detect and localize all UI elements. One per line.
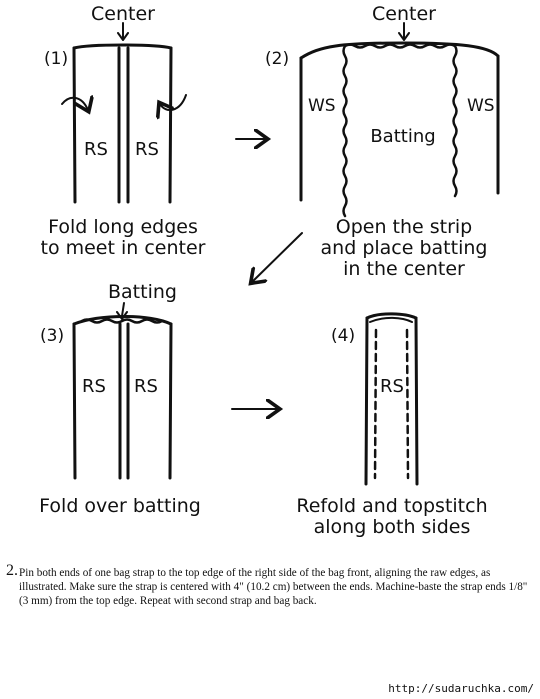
step-1-number: (1) <box>44 49 68 69</box>
panel-1-caption-line-2: to meet in center <box>41 237 206 259</box>
panel-2-center-label: Center <box>372 3 436 25</box>
panel-2-caption-line-2: and place batting <box>321 237 488 259</box>
panel-1-caption-line-1: Fold long edges <box>48 216 198 238</box>
panel-2-batting-label: Batting <box>370 126 435 147</box>
panel-3-batting-arrowhead <box>116 311 128 320</box>
strap-diagram: (1) Center RS RS Fold long edges to meet… <box>39 3 500 538</box>
panel-3-rs-left: RS <box>82 376 106 397</box>
panel-2-caption-line-3: in the center <box>343 258 465 280</box>
panel-2-ws-left: WS <box>308 96 336 116</box>
panel-2-caption-line-1: Open the strip <box>336 216 473 238</box>
panel-1-right-edge <box>168 46 173 204</box>
panel-3: (3) Batting RS RS Fold over batting <box>39 281 201 517</box>
panel-3-caption-line-1: Fold over batting <box>39 495 201 517</box>
panel-4-top-edge <box>365 312 418 320</box>
step-3-number: (3) <box>40 326 64 346</box>
panel-4-top-fold <box>369 316 413 323</box>
panel-4-topstitch-right <box>405 328 410 480</box>
panel-3-rs-right: RS <box>134 376 158 397</box>
watermark-url: http://sudaruchka.com/ <box>388 682 534 695</box>
panel-3-batting-edge <box>80 318 164 324</box>
panel-1: (1) Center RS RS Fold long edges to meet… <box>41 3 206 259</box>
panel-3-left-edge <box>72 322 77 480</box>
panel-4-caption-line-1: Refold and topstitch <box>296 495 487 517</box>
instructions-paragraph: 2. Pin both ends of one bag strap to the… <box>6 562 534 608</box>
panel-4-caption-line-2: along both sides <box>314 516 471 538</box>
panel-4-topstitch-left <box>373 328 378 480</box>
instruction-text: Pin both ends of one bag strap to the to… <box>19 567 528 607</box>
panel-2-ws-right: WS <box>467 96 495 116</box>
panel-1-center-label: Center <box>91 3 155 25</box>
panel-1-left-edge <box>72 46 77 204</box>
panel-1-fold-arrow-right-icon <box>160 94 187 110</box>
panel-2-top-edge <box>299 41 500 60</box>
instruction-number: 2. <box>6 562 18 579</box>
panel-1-center-arrowhead <box>117 32 129 41</box>
panel-1-top-edge <box>72 43 173 50</box>
panel-2-center-arrowhead <box>398 32 410 41</box>
panel-4-right-edge <box>414 316 419 486</box>
panel-3-right-edge <box>168 322 173 480</box>
panel-2-batting-outline <box>342 43 458 218</box>
panel-4: (4) RS Refold and topstitch along both s… <box>296 312 488 538</box>
panel-4-rs-label: RS <box>380 376 404 397</box>
panel-1-fold-arrow-left-icon <box>61 98 88 110</box>
arrow-step-2-to-3-icon <box>252 232 303 282</box>
panel-2: (2) Center WS WS Batting Open the strip … <box>265 3 500 280</box>
step-4-number: (4) <box>331 326 355 346</box>
panel-3-batting-label: Batting <box>108 281 177 303</box>
panel-4-left-edge <box>364 316 369 486</box>
step-2-number: (2) <box>265 49 289 69</box>
panel-1-rs-right: RS <box>135 139 159 160</box>
panel-1-rs-left: RS <box>84 139 108 160</box>
panel-3-batting-arrow <box>121 302 125 317</box>
